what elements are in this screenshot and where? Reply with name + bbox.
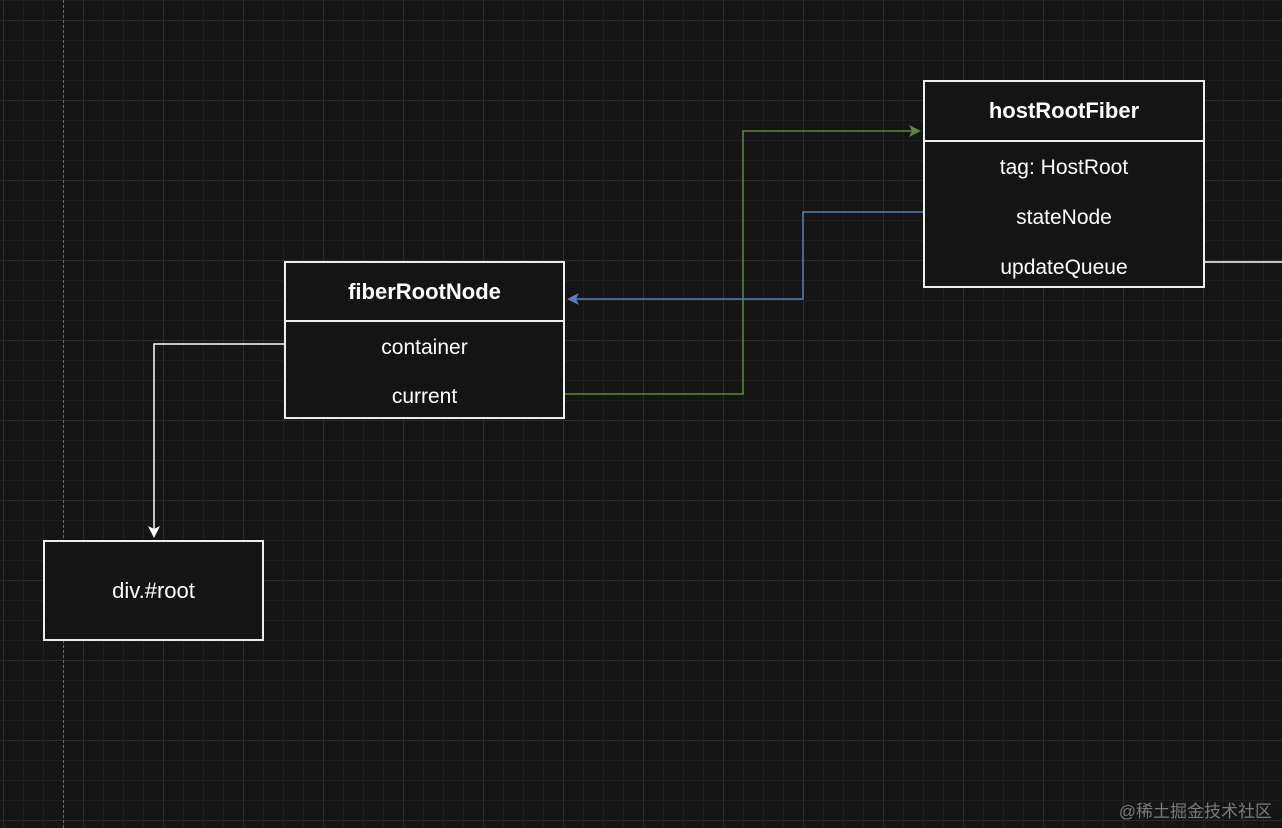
fiber-root-node[interactable]: fiberRootNode container current <box>284 261 565 419</box>
edge-current-to-host-root-fiber[interactable] <box>565 125 921 395</box>
field-tag: tag: HostRoot <box>999 156 1129 179</box>
host-root-fiber-title: hostRootFiber <box>925 82 1203 142</box>
div-root-node[interactable]: div.#root <box>43 540 264 641</box>
edge-container-to-div-root[interactable] <box>148 343 284 538</box>
host-root-fiber-node[interactable]: hostRootFiber tag: HostRoot stateNode up… <box>923 80 1205 288</box>
field-update-queue: updateQueue <box>1000 256 1128 279</box>
page-boundary-guide <box>63 0 64 828</box>
watermark: @稀土掘金技术社区 <box>1118 802 1272 821</box>
field-container: container <box>381 335 468 359</box>
fiber-root-node-title: fiberRootNode <box>286 263 563 322</box>
div-root-label: div.#root <box>112 577 195 603</box>
field-state-node: stateNode <box>1016 206 1112 229</box>
field-current: current <box>391 384 458 408</box>
edge-state-node-to-fiber-root-node[interactable] <box>567 211 923 305</box>
